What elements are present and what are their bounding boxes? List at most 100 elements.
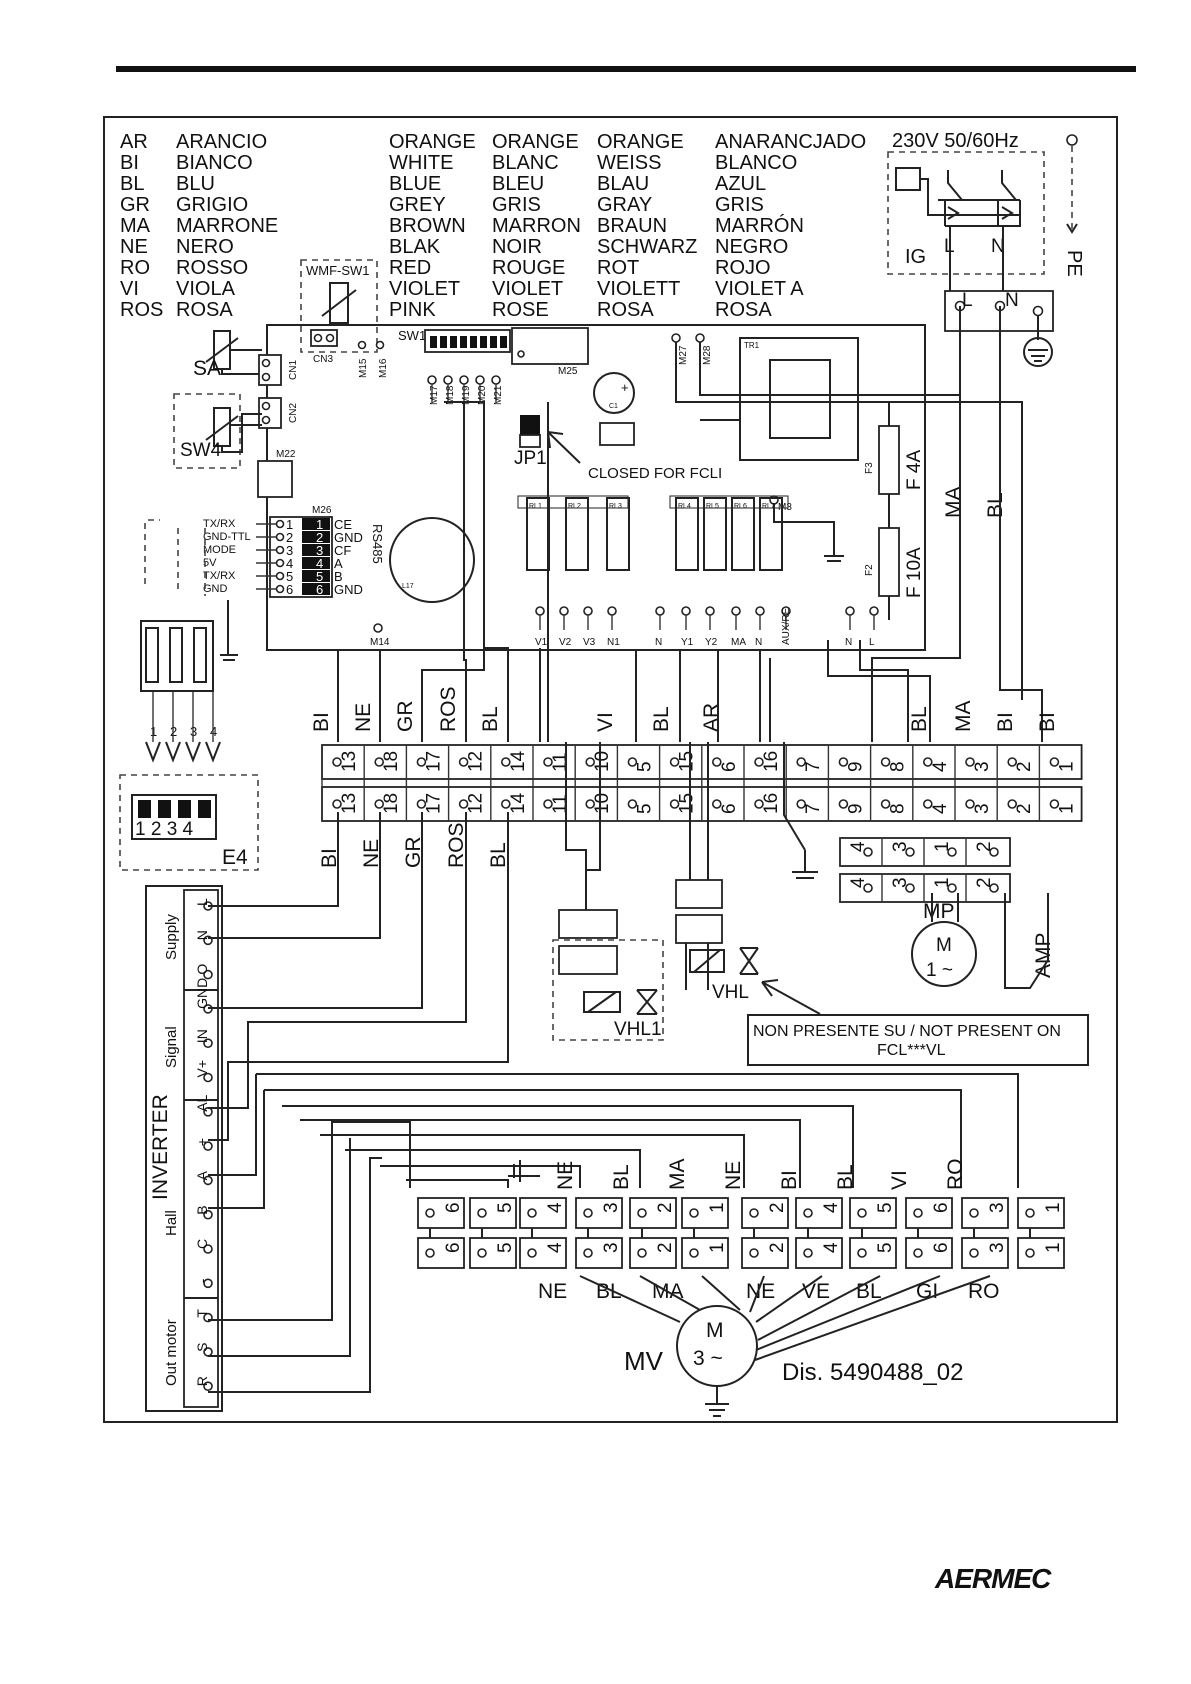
rs485-right-pin-number: 2 [316, 530, 323, 545]
vhl1-coil-icon [583, 991, 621, 1013]
legend-english-item: GREY [389, 194, 446, 216]
rs485-left-pin [275, 545, 285, 555]
m15-pin [357, 340, 367, 350]
pe-terminal-icon [1066, 134, 1078, 146]
sw1-slot [490, 336, 497, 348]
legend-french-item: VIOLET [492, 278, 563, 300]
legend-english-item: PINK [389, 299, 436, 321]
board-pin-label: L [869, 637, 875, 648]
relay-label: RL2 [568, 503, 581, 510]
inverter-group-label: Out motor [163, 1319, 180, 1386]
mv-symbol: M [706, 1319, 724, 1342]
board-pin [559, 606, 569, 616]
top-pin [491, 375, 501, 385]
rs485-right-pin [302, 557, 330, 569]
switch-coil-icon [895, 167, 921, 191]
strip-screw [374, 757, 385, 767]
motor-wires [579, 1275, 991, 1361]
motor-top-label: BL [610, 1164, 633, 1190]
strip-terminal-number: 16 [761, 751, 782, 772]
inverter-terminal-screw [203, 1072, 213, 1083]
f2-label: F2 [864, 564, 875, 576]
rs485-left-label: GND [203, 583, 228, 595]
cn3-label: CN3 [313, 354, 333, 365]
m16-pin [375, 340, 385, 350]
strip-screw [543, 757, 553, 767]
sw1-slot [500, 336, 507, 348]
rs485-right-pin [302, 570, 330, 582]
rs485-left-pin-number: 5 [286, 569, 293, 584]
sa-wires [221, 349, 262, 375]
pump-terminal-number: 3 [890, 841, 911, 852]
strip-upper-wire-label: BL [650, 706, 673, 732]
rs485-label: RS485 [370, 524, 385, 564]
legend-french: ORANGEBLANCBLEUGRISMARRONNOIRROUGEVIOLET… [492, 131, 581, 321]
motor-connector-cell [849, 1237, 897, 1269]
mp-symbol: M [936, 935, 952, 956]
rs485-left-pin [275, 584, 285, 594]
rs485-right-label: A [334, 556, 343, 571]
mp-label: MP [923, 900, 955, 923]
motor-connector-number: 3 [601, 1202, 622, 1213]
sw1-slot [430, 336, 437, 348]
motor-connector-pin [637, 1208, 647, 1218]
legend-italian: ARANCIOBIANCOBLUGRIGIOMARRONENEROROSSOVI… [176, 131, 278, 321]
strip-terminal-number: 7 [803, 761, 824, 772]
rs485-left-label: MODE [203, 544, 236, 556]
strip-screw [500, 799, 511, 809]
c1-plus-icon: + [621, 380, 629, 395]
legend-codes-item: ROS [120, 299, 163, 321]
strip-to-inverter-wires [208, 812, 509, 1209]
strip-upper-wire-label: GR [394, 701, 417, 733]
m27-pin [671, 333, 681, 343]
vhl-valve-icon [739, 947, 759, 975]
legend-codes-item: MA [120, 215, 151, 237]
rs485-left-pin-number: 4 [286, 556, 293, 571]
relay-label: RL5 [706, 503, 719, 510]
legend-english-item: BLUE [389, 173, 441, 195]
strip-terminal-number: 10 [592, 793, 613, 814]
inverter-terminal-label: N [194, 930, 210, 940]
supply-voltage-label: 230V 50/60Hz [892, 130, 1019, 152]
motor-connector-pin [913, 1208, 923, 1218]
rs485-left-label: GND-TTL [203, 531, 251, 543]
legend-spanish-item: AZUL [715, 173, 766, 195]
rs485-right-pin [302, 531, 330, 543]
strip-terminal-number: 11 [550, 752, 571, 772]
strip-screw [754, 799, 764, 809]
pump-screw [905, 883, 915, 893]
inverter-terminal-screw [203, 1209, 213, 1220]
l17-label: L17 [402, 583, 414, 590]
m28-label: M28 [702, 345, 713, 365]
relay-label: RL1 [529, 503, 542, 510]
cn2-pin-b [261, 415, 271, 425]
strip-terminal-number: 8 [888, 761, 909, 772]
motor-connector-number: 2 [655, 1242, 676, 1253]
legend-french-item: ORANGE [492, 131, 579, 153]
pump-terminal-number: 3 [890, 877, 911, 888]
motor-connector-pin [527, 1248, 537, 1258]
fuse2-label: F 10A [904, 547, 925, 598]
strip-screw [332, 799, 342, 809]
motor-connector-number: 6 [443, 1202, 464, 1213]
motor-connector-pin [1025, 1248, 1035, 1258]
legend-codes-item: RO [120, 257, 150, 279]
vhl-plug-lower [675, 914, 723, 944]
motor-connector-pin [1025, 1208, 1035, 1218]
legend-german-item: ORANGE [597, 131, 684, 153]
relay [565, 497, 589, 571]
relay-label: RL6 [734, 503, 747, 510]
motor-connector-pin [749, 1208, 759, 1218]
legend-spanish-item: ROJO [715, 257, 771, 279]
strip-screw [669, 799, 680, 809]
aermec-logo: AERMEC [935, 1563, 1051, 1594]
mv-label: MV [624, 1346, 664, 1376]
